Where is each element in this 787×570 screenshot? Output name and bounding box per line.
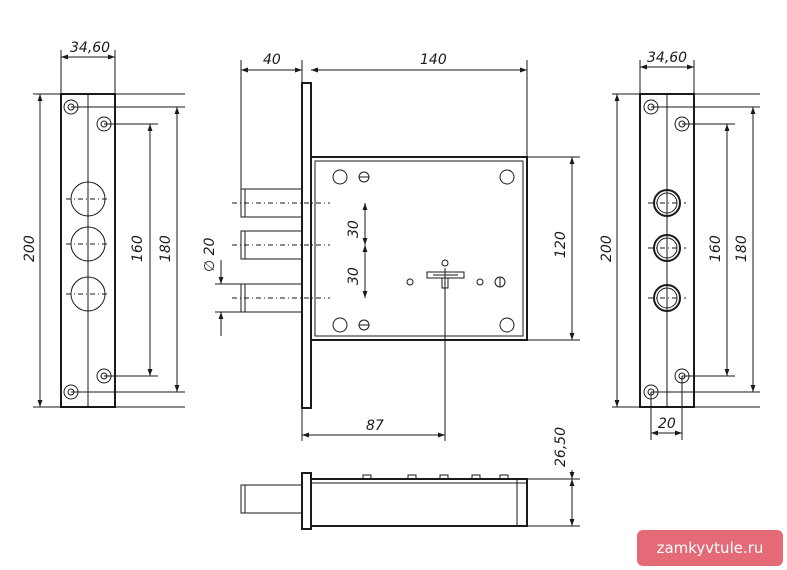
dim-right-180: 180 <box>734 235 750 262</box>
right-strike-plate: 34,60 200 160 180 20 <box>599 50 760 440</box>
lock-bottom-view: 26,50 <box>240 427 580 530</box>
dim-bolt-spacing-top: 30 <box>346 220 362 238</box>
lock-front-view: 30 30 ∅ 20 40 140 120 87 <box>202 52 580 441</box>
dim-case-height: 120 <box>553 231 569 258</box>
dim-right-160: 160 <box>708 235 724 262</box>
dim-left-160: 160 <box>130 235 146 262</box>
watermark-badge[interactable]: zamkyvtule.ru <box>637 530 783 566</box>
dim-depth: 26,50 <box>553 427 569 467</box>
screw-icon <box>358 171 506 331</box>
dim-left-180: 180 <box>158 235 174 262</box>
dim-left-width: 34,60 <box>70 40 110 56</box>
left-strike-plate: 34,60 200 160 180 <box>22 40 185 408</box>
dim-right-bottom: 20 <box>658 416 676 432</box>
bolts <box>232 188 330 313</box>
dim-right-width: 34,60 <box>647 50 687 66</box>
dim-left-200: 200 <box>22 235 38 262</box>
dim-bolt-diameter: ∅ 20 <box>202 237 218 272</box>
dim-right-200: 200 <box>599 235 615 262</box>
dim-key-offset: 87 <box>366 418 384 434</box>
dim-case-width: 140 <box>420 52 447 68</box>
dim-bolt-spacing-bottom: 30 <box>346 267 362 285</box>
dim-backset: 40 <box>263 52 281 68</box>
